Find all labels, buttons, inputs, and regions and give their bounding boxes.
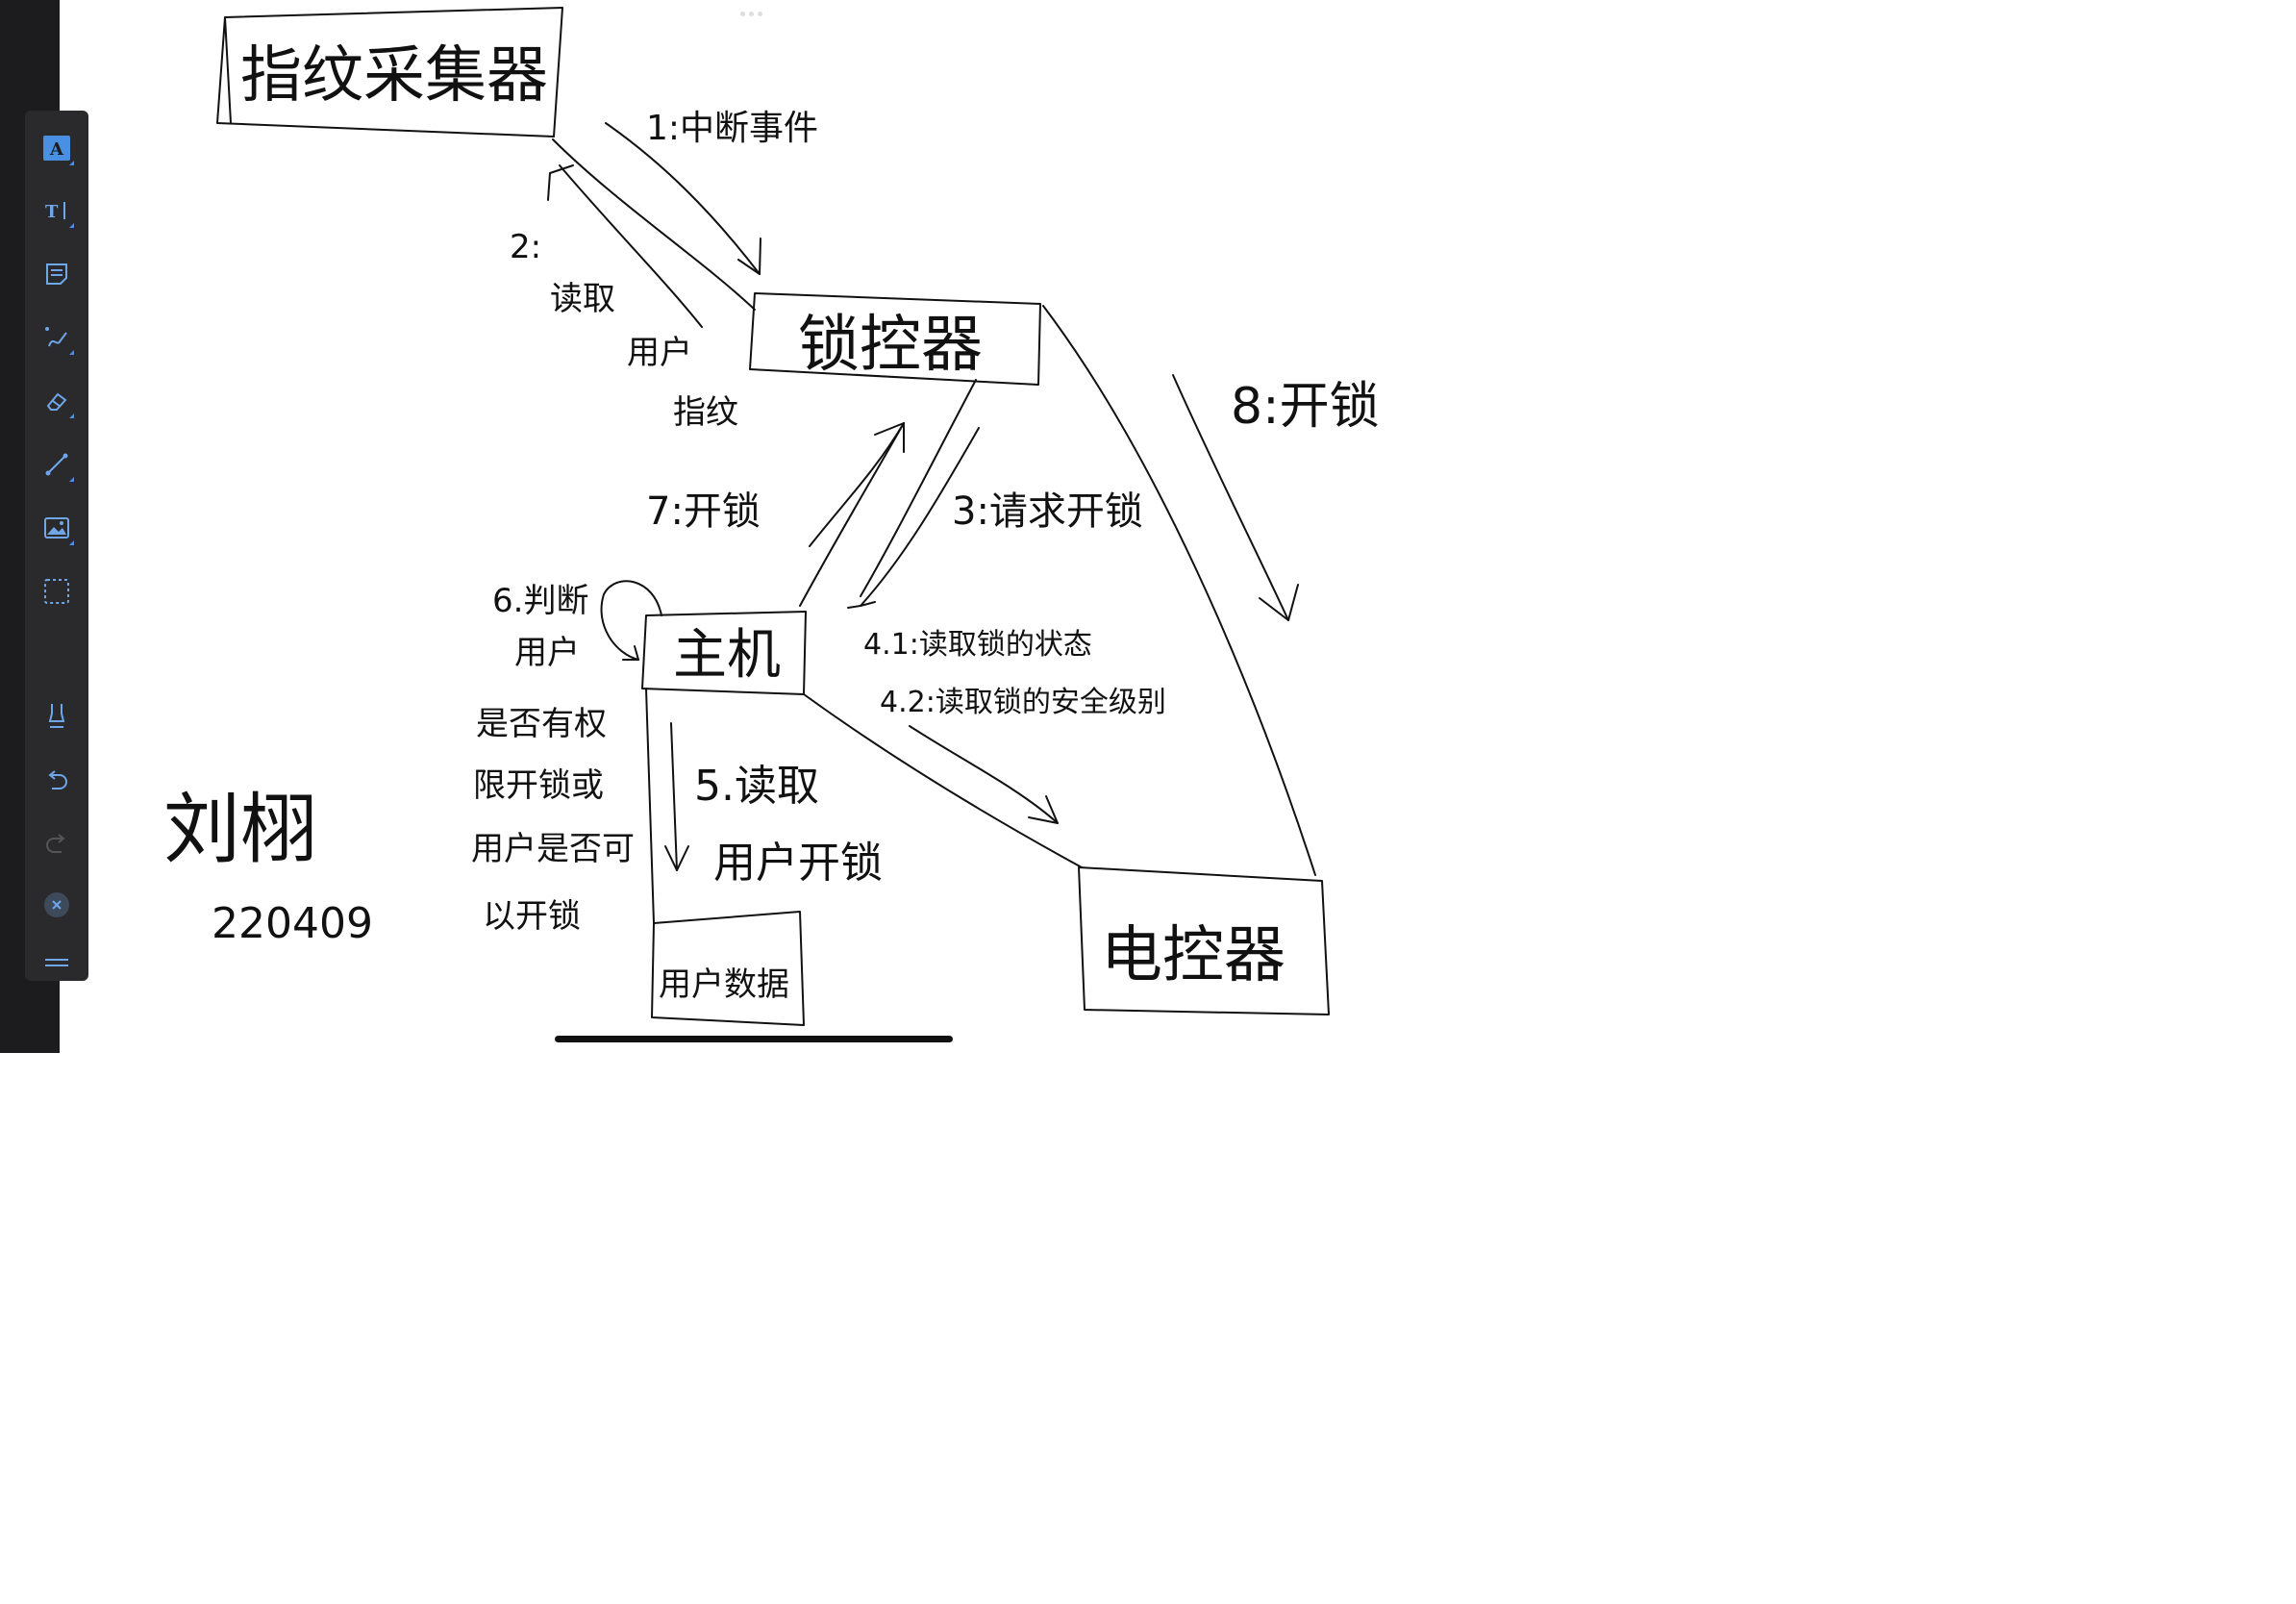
arrow-m7 — [800, 423, 904, 606]
msg-6-line3: 是否有权 — [476, 705, 607, 743]
msg-6-line2: 用户 — [514, 634, 580, 672]
host-label: 主机 — [673, 624, 781, 687]
user-db-label: 用户数据 — [659, 965, 789, 1004]
signature-date: 220409 — [212, 899, 373, 948]
msg-2-line2: 用户 — [627, 334, 692, 372]
msg-6-line1: 6.判断 — [492, 582, 588, 620]
home-indicator[interactable] — [555, 1036, 953, 1042]
diagram-canvas: 指纹采集器 锁控器 主机 用户数据 电控器 1:中断事件 2: 读取 用户 指纹… — [0, 0, 1496, 1053]
msg-3: 3:请求开锁 — [952, 489, 1143, 534]
msg-4-1: 4.1:读取锁的状态 — [863, 628, 1092, 662]
fingerprint-label: 指纹采集器 — [240, 40, 548, 112]
msg-8: 8:开锁 — [1231, 378, 1380, 436]
arrow-m2-head — [548, 165, 573, 200]
msg-2-line3: 指纹 — [673, 393, 738, 432]
arrow-m3-head — [848, 602, 875, 608]
msg-4-2: 4.2:读取锁的安全级别 — [880, 686, 1166, 719]
msg-5-line2: 用户开锁 — [713, 839, 883, 888]
msg-2-line1: 读取 — [550, 280, 615, 318]
lock-ctrl-label: 锁控器 — [798, 310, 983, 381]
arrow-m6-loop — [602, 581, 661, 660]
msg-6-line4: 限开锁或 — [473, 766, 604, 805]
arrow-m3 — [861, 380, 976, 596]
msg-5-line1: 5.读取 — [694, 762, 819, 811]
msg-6-line6: 以开锁 — [483, 897, 581, 936]
motor-label: 电控器 — [1101, 920, 1285, 991]
msg-7: 7:开锁 — [646, 489, 761, 534]
arrow-m1-head — [738, 238, 761, 274]
signature-name: 刘栩 — [163, 785, 317, 874]
arrow-m7-b — [810, 423, 904, 546]
msg-6-line5: 用户是否可 — [471, 830, 635, 868]
msg-1: 1:中断事件 — [646, 109, 818, 148]
msg-2-num: 2: — [510, 228, 541, 266]
arrow-m5 — [671, 723, 677, 870]
arrow-m4-b — [910, 726, 1058, 823]
arrow-m8-head — [1260, 585, 1298, 620]
arrow-m5-b — [646, 689, 654, 923]
